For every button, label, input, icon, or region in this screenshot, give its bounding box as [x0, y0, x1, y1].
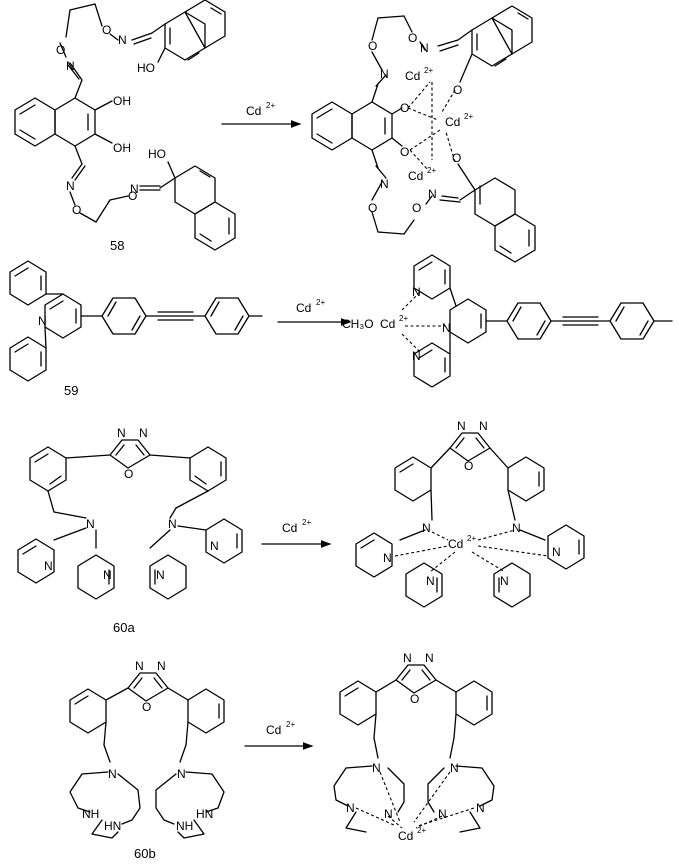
oxygen-label: O: [368, 201, 377, 215]
amine-label: HN: [104, 819, 121, 833]
reagent-charge: 2+: [316, 298, 325, 307]
nitrogen-label: N: [476, 801, 485, 815]
compound-60b-structure: [69, 672, 225, 839]
product-60a-complex: [355, 432, 585, 608]
reagent-label: Cd: [266, 723, 281, 737]
cadmium-charge: 2+: [399, 314, 408, 323]
nitrogen-label: N: [157, 659, 166, 673]
nitrogen-label: N: [384, 807, 393, 821]
amine-label: NH: [82, 807, 99, 821]
compound-label-60b: 60b: [134, 846, 156, 861]
nitrogen-label: N: [130, 182, 139, 196]
nitrogen-label: N: [66, 179, 75, 193]
nitrogen-label: N: [380, 67, 389, 81]
nitrogen-label: N: [346, 801, 355, 815]
nitrogen-label: N: [103, 568, 112, 582]
nitrogen-label: N: [438, 807, 447, 821]
product-59-complex: [401, 254, 673, 388]
nitrogen-label: N: [108, 767, 117, 781]
nitrogen-label: N: [38, 314, 47, 328]
nitrogen-label: N: [372, 761, 381, 775]
cadmium-charge: 2+: [464, 112, 473, 121]
nitrogen-label: N: [156, 568, 165, 582]
reagent-charge: 2+: [266, 101, 275, 110]
nitrogen-label: N: [177, 767, 186, 781]
cadmium-label: Cd: [408, 169, 423, 183]
compound-59-structure: [9, 260, 263, 382]
cadmium-charge: 2+: [417, 826, 426, 835]
reagent-label: Cd: [246, 104, 261, 118]
reagent-charge: 2+: [286, 720, 295, 729]
nitrogen-label: N: [457, 419, 466, 433]
oxygen-label: O: [128, 189, 137, 203]
oxygen-label: O: [412, 201, 421, 215]
oxygen-label: O: [464, 459, 473, 473]
nitrogen-label: N: [135, 659, 144, 673]
compound-60a-structure: [17, 439, 243, 600]
oxygen-label: O: [142, 700, 151, 714]
hydroxyl-label: HO: [148, 147, 166, 161]
oxygen-label: O: [124, 467, 133, 481]
cadmium-label: Cd: [398, 829, 413, 843]
hydroxyl-label: OH: [113, 94, 131, 108]
nitrogen-label: N: [117, 426, 126, 440]
nitrogen-label: N: [44, 559, 53, 573]
nitrogen-label: N: [442, 321, 451, 335]
compound-label-58: 58: [110, 238, 124, 253]
oxygen-label: O: [453, 83, 462, 97]
nitrogen-label: N: [380, 177, 389, 191]
nitrogen-label: N: [86, 517, 95, 531]
product-60b-complex: [333, 664, 495, 833]
hydroxyl-label: HO: [137, 61, 155, 75]
oxygen-label: O: [452, 151, 461, 165]
nitrogen-label: N: [428, 187, 437, 201]
nitrogen-label: N: [425, 651, 434, 665]
nitrogen-label: N: [450, 761, 459, 775]
nitrogen-label: N: [426, 574, 435, 588]
nitrogen-label: N: [512, 521, 521, 535]
cadmium-label: Cd: [448, 537, 463, 551]
nitrogen-label: N: [118, 33, 127, 47]
nitrogen-label: N: [168, 517, 177, 531]
methoxy-label: CH₃O: [342, 317, 374, 331]
product-58-complex: [311, 5, 536, 263]
nitrogen-label: N: [210, 539, 219, 553]
oxygen-label: O: [368, 39, 377, 53]
cadmium-charge: 2+: [424, 66, 433, 75]
nitrogen-label: N: [500, 574, 509, 588]
cadmium-charge: 2+: [427, 166, 436, 175]
compound-label-59: 59: [64, 383, 78, 398]
oxygen-label: O: [410, 692, 419, 706]
oxygen-label: O: [102, 23, 111, 37]
reagent-label: Cd: [296, 301, 311, 315]
nitrogen-label: N: [552, 545, 561, 559]
nitrogen-label: N: [412, 349, 421, 363]
reagent-label: Cd: [282, 521, 297, 535]
nitrogen-label: N: [383, 551, 392, 565]
nitrogen-label: N: [403, 651, 412, 665]
reagent-charge: 2+: [302, 518, 311, 527]
oxygen-label: O: [400, 101, 409, 115]
nitrogen-label: N: [66, 59, 75, 73]
amine-label: HN: [196, 807, 213, 821]
oxygen-label: O: [400, 145, 409, 159]
nitrogen-label: N: [420, 41, 429, 55]
hydroxyl-label: OH: [113, 141, 131, 155]
cadmium-charge: 2+: [467, 534, 476, 543]
compound-label-60a: 60a: [113, 620, 135, 635]
oxygen-label: O: [72, 203, 81, 217]
cadmium-label: Cd: [405, 69, 420, 83]
oxygen-label: O: [56, 43, 65, 57]
nitrogen-label: N: [139, 426, 148, 440]
cadmium-label: Cd: [380, 317, 395, 331]
cadmium-label: Cd: [445, 115, 460, 129]
compound-58-structure: [14, 0, 236, 251]
nitrogen-label: N: [422, 521, 431, 535]
nitrogen-label: N: [479, 419, 488, 433]
nitrogen-label: N: [412, 285, 421, 299]
amine-label: NH: [176, 819, 193, 833]
oxygen-label: O: [408, 31, 417, 45]
